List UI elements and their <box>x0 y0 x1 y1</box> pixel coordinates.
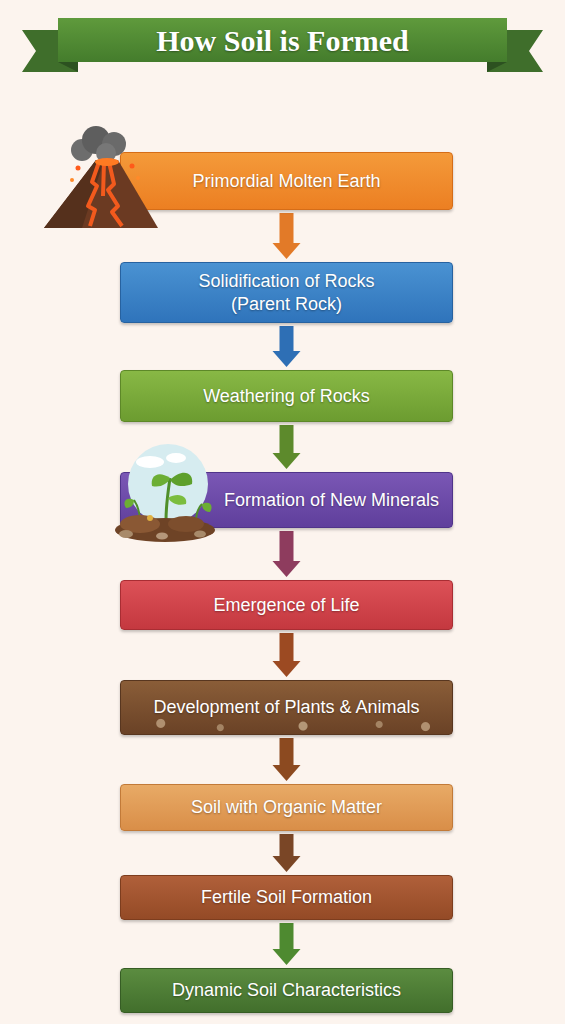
arrow-head <box>273 765 301 781</box>
flow-arrow <box>273 633 301 677</box>
step-label: Soil with Organic Matter <box>191 796 382 819</box>
flow-arrow <box>273 923 301 965</box>
stem <box>196 504 202 522</box>
process-box: Dynamic Soil Characteristics <box>120 968 453 1013</box>
process-box: Weathering of Rocks <box>120 370 453 422</box>
process-box: Formation of New Minerals <box>120 472 453 528</box>
volcano-illustration <box>44 126 158 228</box>
smoke <box>96 143 116 163</box>
pebble <box>156 533 168 540</box>
flow-arrow <box>273 834 301 872</box>
arrow-head <box>273 561 301 577</box>
ribbon-fold <box>487 62 507 72</box>
volcano-cone <box>44 160 158 228</box>
flow-arrow <box>273 326 301 367</box>
process-box: Development of Plants & Animals <box>120 680 453 735</box>
arrow-head <box>273 351 301 367</box>
leaf <box>124 499 134 508</box>
title-text: How Soil is Formed <box>156 24 409 58</box>
leaf <box>170 473 192 486</box>
step-label: Solidification of Rocks (Parent Rock) <box>172 270 402 315</box>
arrow-shaft <box>280 531 294 561</box>
spark <box>136 176 140 180</box>
step-label: Development of Plants & Animals <box>153 696 419 719</box>
process-box: Fertile Soil Formation <box>120 875 453 920</box>
step-label: Weathering of Rocks <box>203 385 370 408</box>
cloud <box>136 456 164 468</box>
soil-mound <box>115 518 215 542</box>
arrow-shaft <box>280 923 294 949</box>
leaf <box>202 503 212 512</box>
pebble <box>194 531 206 538</box>
arrow-head <box>273 949 301 965</box>
arrow-head <box>273 856 301 872</box>
arrow-shaft <box>280 738 294 765</box>
smoke <box>82 126 110 154</box>
title-text: How Soil is Formed <box>70 20 495 62</box>
arrow-shaft <box>280 425 294 453</box>
spark <box>76 166 81 171</box>
flow-arrow <box>273 425 301 469</box>
sky-disc <box>128 444 208 524</box>
crater <box>95 158 119 166</box>
ribbon-band <box>58 18 507 62</box>
step-label: Formation of New Minerals <box>224 489 439 512</box>
flow-arrow <box>273 213 301 259</box>
lava-flow <box>88 162 122 226</box>
stem <box>134 500 140 522</box>
spark <box>130 164 135 169</box>
leaf <box>168 495 186 505</box>
arrow-head <box>273 243 301 259</box>
pebble <box>119 530 133 538</box>
arrow-shaft <box>280 326 294 351</box>
step-label: Fertile Soil Formation <box>201 886 372 909</box>
soil-mound <box>168 516 204 532</box>
smoke <box>71 139 93 161</box>
process-box: Primordial Molten Earth <box>120 152 453 210</box>
arrow-shaft <box>280 834 294 856</box>
flow-arrow <box>273 738 301 781</box>
arrow-shaft <box>280 633 294 661</box>
flower <box>147 515 153 521</box>
volcano-shade <box>44 160 104 228</box>
cloud <box>166 453 186 463</box>
spark <box>70 178 74 182</box>
ribbon-fold <box>58 62 78 72</box>
arrow-head <box>273 661 301 677</box>
arrow-shaft <box>280 213 294 243</box>
process-box: Solidification of Rocks (Parent Rock) <box>120 262 453 323</box>
leaf <box>152 474 170 486</box>
smoke <box>102 132 126 156</box>
arrow-head <box>273 453 301 469</box>
process-box: Emergence of Life <box>120 580 453 630</box>
stem <box>166 478 170 520</box>
step-label: Primordial Molten Earth <box>192 170 380 193</box>
step-label: Dynamic Soil Characteristics <box>172 979 401 1002</box>
sprout-illustration <box>115 444 215 542</box>
process-box: Soil with Organic Matter <box>120 784 453 831</box>
step-label: Emergence of Life <box>213 594 359 617</box>
flow-arrow <box>273 531 301 577</box>
soil-mound <box>120 515 160 533</box>
